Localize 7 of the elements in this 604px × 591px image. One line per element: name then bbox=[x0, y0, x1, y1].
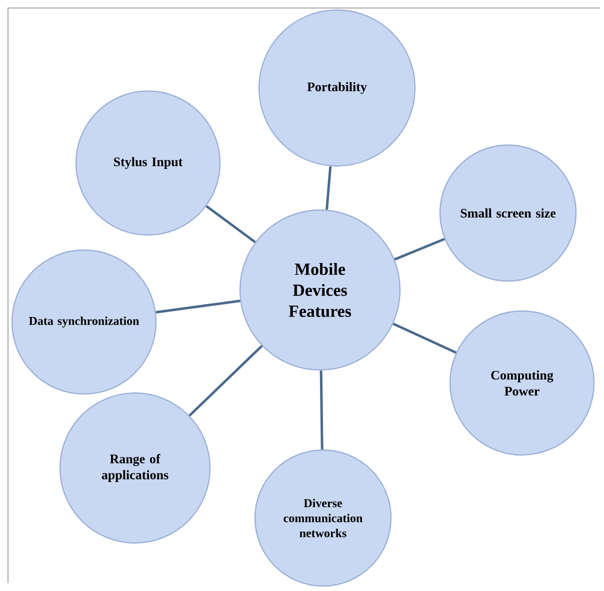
connector-line bbox=[326, 166, 332, 210]
connector-line bbox=[394, 238, 445, 261]
connector-line bbox=[188, 344, 263, 416]
connector-line bbox=[392, 322, 457, 354]
connector-line bbox=[320, 370, 324, 450]
connector-line bbox=[156, 300, 240, 314]
connector-line bbox=[206, 205, 256, 244]
